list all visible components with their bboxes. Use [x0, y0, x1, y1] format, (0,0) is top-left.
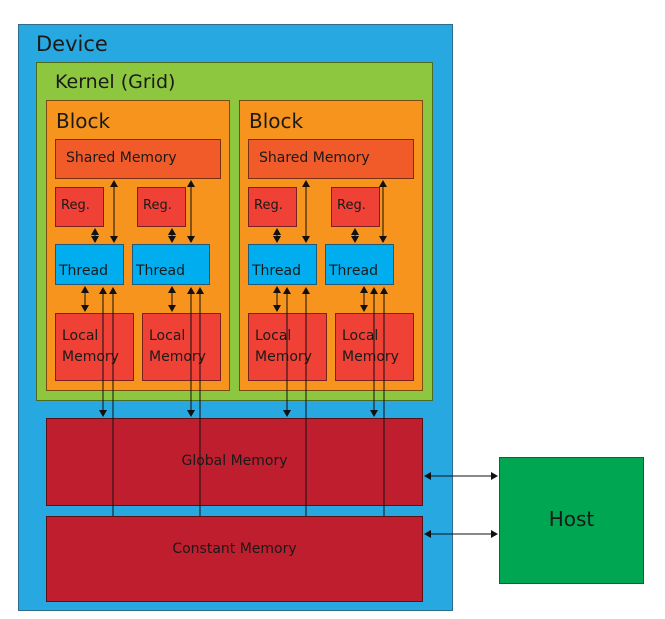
register-b2-t2: Reg.	[331, 187, 380, 227]
local-memory-b1-t2: Local Memory	[142, 313, 221, 381]
shared-memory-block-2: Shared Memory	[248, 139, 414, 179]
thread-b2-t1: Thread	[248, 244, 317, 285]
local-memory-label-line1: Local	[149, 328, 186, 344]
thread-b2-t2: Thread	[325, 244, 394, 285]
global-memory: Global Memory	[46, 418, 423, 506]
shared-memory-label: Shared Memory	[66, 150, 177, 166]
local-memory-label-line1: Local	[342, 328, 379, 344]
local-memory-label-line1: Local	[62, 328, 99, 344]
register-label: Reg.	[337, 198, 366, 213]
register-b1-t2: Reg.	[137, 187, 186, 227]
thread-b1-t1: Thread	[55, 244, 124, 285]
local-memory-b1-t1: Local Memory	[55, 313, 134, 381]
register-label: Reg.	[143, 198, 172, 213]
device-label: Device	[36, 32, 108, 56]
thread-label: Thread	[136, 263, 185, 279]
register-b2-t1: Reg.	[248, 187, 297, 227]
thread-label: Thread	[329, 263, 378, 279]
thread-b1-t2: Thread	[132, 244, 210, 285]
register-b1-t1: Reg.	[55, 187, 104, 227]
kernel-label: Kernel (Grid)	[55, 71, 176, 93]
global-memory-label: Global Memory	[181, 453, 288, 469]
register-label: Reg.	[61, 198, 90, 213]
local-memory-label-line2: Memory	[62, 349, 119, 365]
thread-label: Thread	[59, 263, 108, 279]
local-memory-label-line2: Memory	[149, 349, 206, 365]
block-label: Block	[249, 109, 304, 133]
local-memory-label-line1: Local	[255, 328, 292, 344]
block-label: Block	[56, 109, 111, 133]
register-label: Reg.	[254, 198, 283, 213]
constant-memory-label: Constant Memory	[172, 541, 297, 557]
thread-label: Thread	[252, 263, 301, 279]
local-memory-b2-t2: Local Memory	[335, 313, 414, 381]
constant-memory: Constant Memory	[46, 516, 423, 602]
local-memory-b2-t1: Local Memory	[248, 313, 327, 381]
shared-memory-block-1: Shared Memory	[55, 139, 221, 179]
shared-memory-label: Shared Memory	[259, 150, 370, 166]
local-memory-label-line2: Memory	[255, 349, 312, 365]
local-memory-label-line2: Memory	[342, 349, 399, 365]
host-label: Host	[548, 507, 595, 531]
host: Host	[499, 457, 644, 584]
